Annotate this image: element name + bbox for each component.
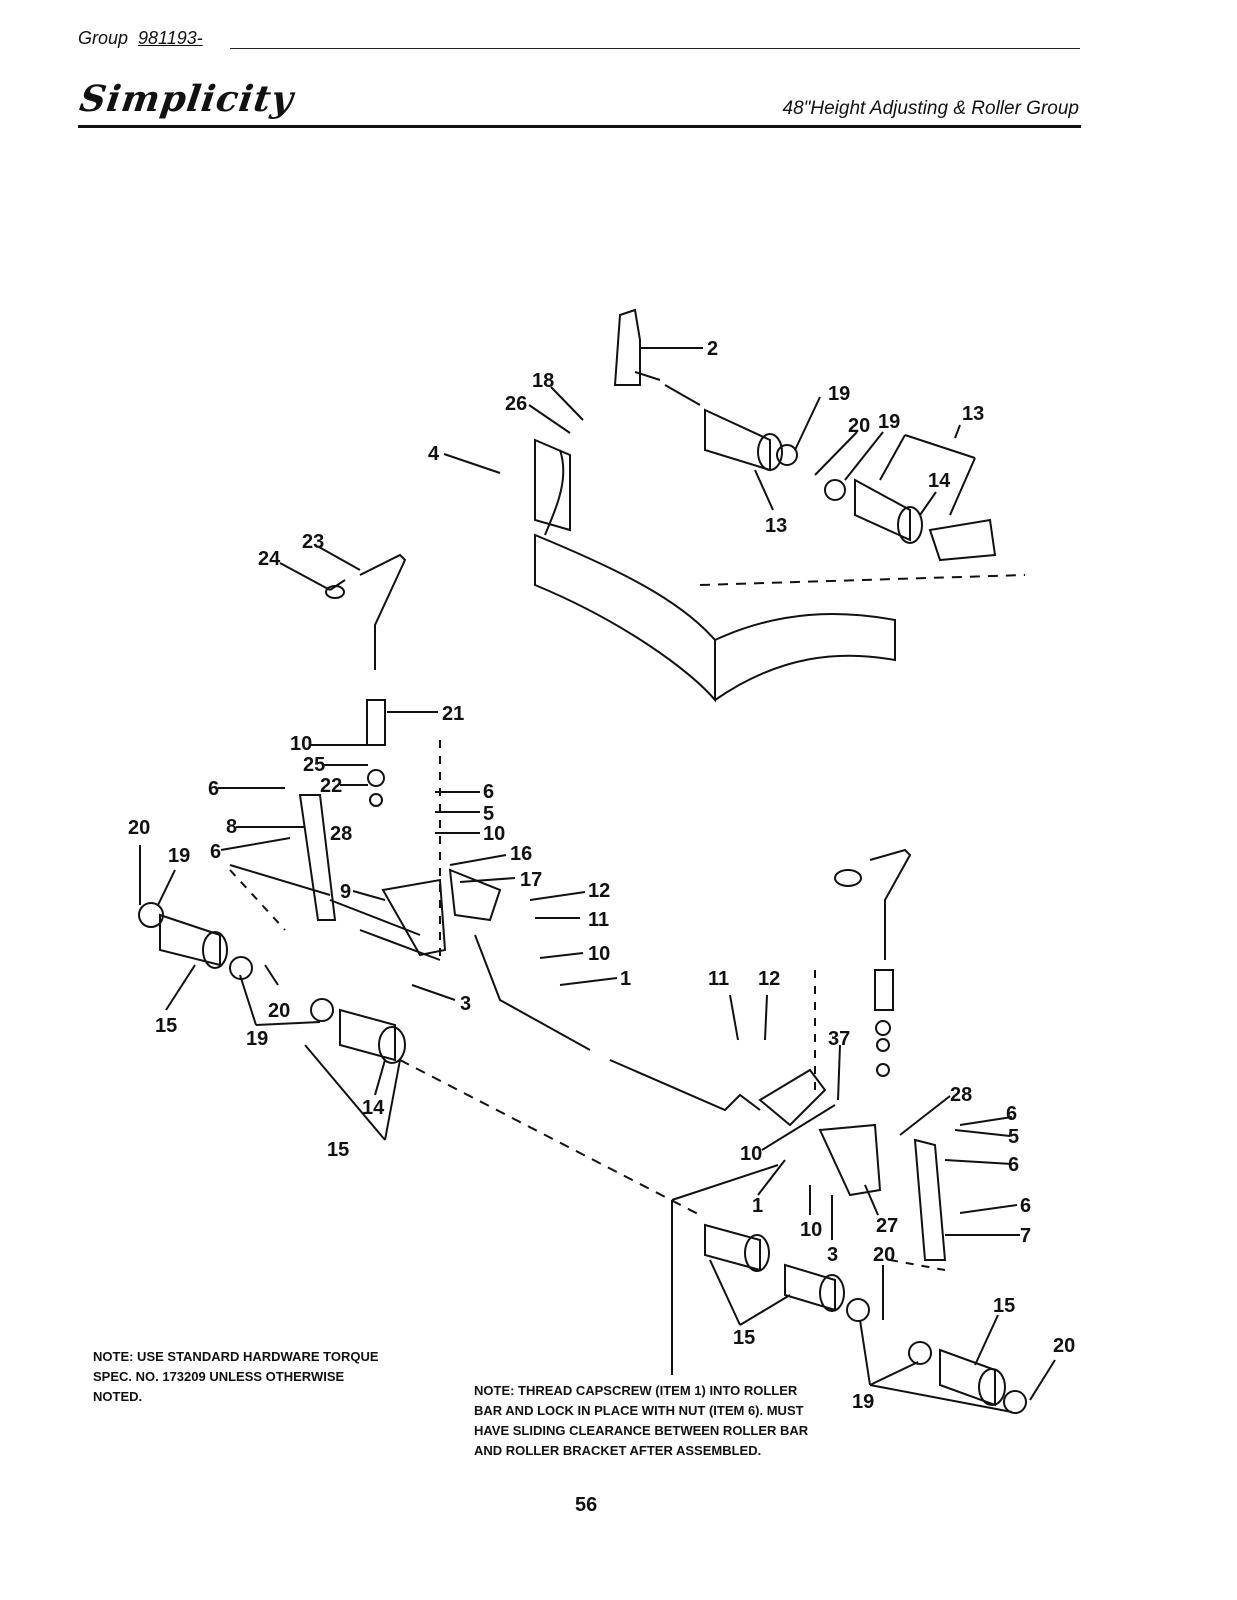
callout-37: 37 bbox=[828, 1028, 850, 1050]
callout-14: 14 bbox=[928, 470, 951, 492]
group-line: Group 981193- bbox=[78, 28, 203, 49]
callout-19: 19 bbox=[852, 1391, 874, 1413]
callout-4: 4 bbox=[428, 443, 440, 465]
callout-11: 11 bbox=[588, 909, 609, 931]
callout-2: 2 bbox=[707, 338, 718, 360]
callout-22: 22 bbox=[320, 775, 342, 797]
callout-10: 10 bbox=[740, 1143, 762, 1165]
callout-19: 19 bbox=[878, 411, 900, 433]
callout-6: 6 bbox=[1020, 1195, 1031, 1217]
callout-19: 19 bbox=[828, 383, 850, 405]
callout-8: 8 bbox=[226, 816, 237, 838]
group-number: 981193- bbox=[138, 28, 203, 48]
callout-12: 12 bbox=[758, 968, 780, 990]
callout-13: 13 bbox=[962, 403, 984, 425]
callout-7: 7 bbox=[1020, 1225, 1031, 1247]
hardware-torque-note: NOTE: USE STANDARD HARDWARE TORQUE SPEC.… bbox=[93, 1349, 379, 1404]
callout-10: 10 bbox=[800, 1219, 822, 1241]
callout-1: 1 bbox=[752, 1195, 763, 1217]
callout-21: 21 bbox=[442, 703, 464, 725]
callout-28: 28 bbox=[330, 823, 352, 845]
header-rule bbox=[230, 48, 1080, 49]
callout-27: 27 bbox=[876, 1215, 898, 1237]
callout-28: 28 bbox=[950, 1084, 972, 1106]
callout-3: 3 bbox=[460, 993, 471, 1015]
callout-5: 5 bbox=[483, 803, 494, 825]
callout-24: 24 bbox=[258, 548, 281, 570]
callout-20: 20 bbox=[1053, 1335, 1075, 1357]
callout-19: 19 bbox=[168, 845, 190, 867]
capscrew-note: NOTE: THREAD CAPSCREW (ITEM 1) INTO ROLL… bbox=[474, 1383, 809, 1458]
callout-3: 3 bbox=[827, 1244, 838, 1266]
page-number: 56 bbox=[575, 1494, 598, 1516]
callout-6: 6 bbox=[1006, 1103, 1017, 1125]
callout-10: 10 bbox=[588, 943, 610, 965]
callout-13: 13 bbox=[765, 515, 787, 537]
callout-17: 17 bbox=[520, 869, 542, 891]
callout-25: 25 bbox=[303, 754, 325, 776]
callout-6: 6 bbox=[210, 841, 221, 863]
callout-15: 15 bbox=[327, 1139, 349, 1161]
callout-12: 12 bbox=[588, 880, 610, 902]
callout-labels: 2 18 26 4 19 20 19 13 14 13 23 24 21 10 … bbox=[128, 338, 1075, 1413]
section-title: 48"Height Adjusting & Roller Group bbox=[782, 98, 1079, 119]
callout-5: 5 bbox=[1008, 1126, 1019, 1148]
callout-9: 9 bbox=[340, 881, 351, 903]
callout-26: 26 bbox=[505, 393, 527, 415]
callout-23: 23 bbox=[302, 531, 324, 553]
callout-16: 16 bbox=[510, 843, 532, 865]
callout-1: 1 bbox=[620, 968, 631, 990]
callout-10: 10 bbox=[290, 733, 312, 755]
callout-11: 11 bbox=[708, 968, 729, 990]
callout-20: 20 bbox=[848, 415, 870, 437]
callout-20: 20 bbox=[873, 1244, 895, 1266]
callout-18: 18 bbox=[532, 370, 554, 392]
callout-15: 15 bbox=[733, 1327, 755, 1349]
callout-6: 6 bbox=[483, 781, 494, 803]
callout-6: 6 bbox=[1008, 1154, 1019, 1176]
callout-15: 15 bbox=[993, 1295, 1015, 1317]
callout-14: 14 bbox=[362, 1097, 385, 1119]
callout-10: 10 bbox=[483, 823, 505, 845]
callout-20: 20 bbox=[268, 1000, 290, 1022]
group-label: Group bbox=[78, 28, 129, 48]
callout-20: 20 bbox=[128, 817, 150, 839]
title-rule bbox=[78, 125, 1081, 128]
callout-6: 6 bbox=[208, 778, 219, 800]
callout-15: 15 bbox=[155, 1015, 177, 1037]
callout-19: 19 bbox=[246, 1028, 268, 1050]
